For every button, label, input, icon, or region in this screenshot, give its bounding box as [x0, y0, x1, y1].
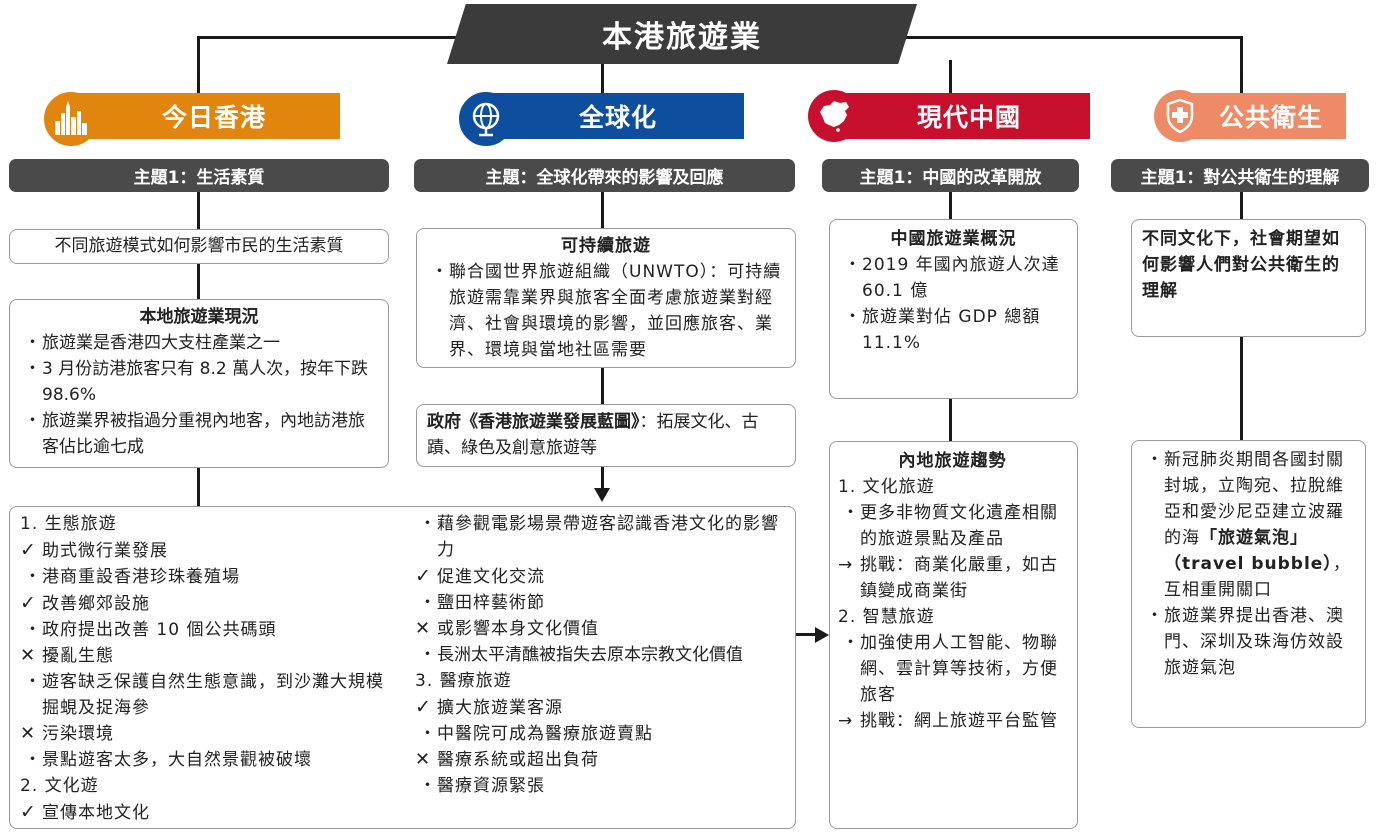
theme-bar-today-hk: 主題1：生活素質	[9, 159, 389, 192]
city-skyline-icon	[55, 101, 87, 135]
theme-bar-modern-china: 主題1：中國的改革開放	[822, 159, 1079, 192]
list-item: 2019 年國內旅遊人次達 60.1 億	[840, 252, 1067, 304]
connector-col2-c	[601, 466, 604, 490]
connector-col3-top	[949, 60, 952, 94]
list-item: 藉參觀電影場景帶遊客認識香港文化的影響力	[415, 511, 787, 563]
challenge-item: 挑戰：網上旅遊平台監管	[838, 708, 1067, 734]
arrow-right-icon	[815, 627, 829, 643]
question-box-today-hk: 不同旅遊模式如何影響市民的生活素質	[9, 229, 389, 264]
list-item: 中醫院可成為醫療旅遊賣點	[415, 721, 787, 747]
list-item: 旅遊業對佔 GDP 總額 11.1%	[840, 304, 1067, 356]
health-cross-icon	[1166, 98, 1194, 134]
con-item: 擾亂生態	[20, 643, 400, 669]
box-heading: 中國旅遊業概況	[890, 229, 1017, 249]
list-item: 政府提出改善 10 個公共碼頭	[20, 617, 400, 643]
health-cross-icon-wrap	[1154, 90, 1206, 142]
connector-col1-c	[197, 467, 200, 507]
list-item: 港商重設香港珍珠養殖場	[20, 564, 400, 590]
theme-label: 主題1：中國的改革開放	[859, 168, 1042, 188]
section-heading: 2. 文化遊	[20, 776, 99, 796]
list-item: 旅遊業界提出香港、澳門、深圳及珠海仿效設旅遊氣泡	[1142, 603, 1355, 681]
box-heading: 可持續旅遊	[561, 236, 651, 256]
globe-icon	[472, 102, 500, 137]
list-item: 遊客缺乏保護自然生態意識，到沙灘大規模掘蜆及捉海參	[20, 669, 400, 721]
con-item: 污染環境	[20, 721, 400, 747]
china-map-icon-wrap	[808, 90, 860, 142]
info-box-china-tourism: 中國旅遊業概況 2019 年國內旅遊人次達 60.1 億 旅遊業對佔 GDP 總…	[829, 219, 1078, 399]
connector-col4-top	[1240, 36, 1243, 94]
connector-col2-top	[601, 60, 604, 94]
theme-label: 主題1：生活素質	[133, 168, 265, 188]
connector-col1-top	[197, 36, 200, 94]
blueprint-text: ：拓展文化、古蹟、綠色及創意旅遊等	[427, 412, 759, 458]
connector-col2-b	[601, 366, 604, 404]
section-heading: 1. 生態旅遊	[20, 514, 117, 534]
pro-item: 改善鄉郊設施	[20, 590, 400, 617]
pro-item: 促進文化交流	[415, 563, 787, 590]
connector-col1-a	[197, 192, 200, 230]
box-heading: 內地旅遊趨勢	[898, 451, 1007, 471]
list-item: 景點遊客太多，大自然景觀被破壞	[20, 747, 400, 773]
theme-bar-globalization: 主題：全球化帶來的影響及回應	[414, 159, 795, 192]
info-box-local-tourism: 本地旅遊業現況 旅遊業是香港四大支柱產業之一 3 月份訪港旅客只有 8.2 萬人…	[9, 299, 389, 468]
section-heading: 3. 醫療旅遊	[415, 671, 512, 691]
travel-bubble-term: 「旅遊氣泡」（travel bubble）	[1164, 528, 1333, 574]
connector-col2-a	[601, 192, 604, 228]
pro-item: 擴大旅遊業客源	[415, 694, 787, 721]
list-item: 醫療資源緊張	[415, 773, 787, 799]
section-heading: 1. 文化旅遊	[838, 477, 935, 497]
china-map-icon	[820, 101, 849, 132]
box-heading: 本地旅遊業現況	[139, 307, 259, 327]
list-item: 旅遊業是香港四大支柱產業之一	[20, 330, 378, 356]
list-item: 鹽田梓藝術節	[415, 590, 787, 616]
theme-label: 主題1：對公共衛生的理解	[1140, 168, 1340, 188]
tab-today-hk-label: 今日香港	[161, 103, 266, 132]
info-box-sustainable-tourism: 可持續旅遊 聯合國世界旅遊組織（UNWTO）：可持續旅遊需靠業界與旅客全面考慮旅…	[416, 228, 796, 368]
connector-horizontal-arrow	[796, 633, 818, 636]
question-box-public-health: 不同文化下，社會期望如何影響人們對公共衛生的理解	[1131, 219, 1366, 337]
list-item: 加強使用人工智能、物聯網、雲計算等技術，方便旅客	[838, 630, 1067, 708]
pro-item: 助式微行業發展	[20, 537, 400, 564]
page-title-banner: 本港旅遊業	[447, 4, 917, 64]
challenge-item: 挑戰：商業化嚴重，如古鎮變成商業街	[838, 552, 1067, 604]
tab-public-health-label: 公共衛生	[1218, 103, 1323, 132]
tab-modern-china-label: 現代中國	[916, 103, 1021, 132]
con-item: 或影響本身文化價值	[415, 616, 787, 642]
list-item: 更多非物質文化遺產相關的旅遊景點及產品	[838, 500, 1067, 552]
page-title: 本港旅遊業	[602, 20, 762, 55]
tourism-types-box: 1. 生態旅遊 助式微行業發展 港商重設香港珍珠養殖場 改善鄉郊設施 政府提出改…	[9, 506, 796, 829]
list-item: 長洲太平清醮被指失去原本宗教文化價值	[415, 642, 787, 668]
theme-label: 主題：全球化帶來的影響及回應	[485, 168, 724, 188]
blueprint-title: 政府《香港旅遊業發展藍圖》	[427, 412, 640, 432]
tab-today-hk: 今日香港	[64, 93, 340, 139]
info-box-mainland-trends: 內地旅遊趨勢 1. 文化旅遊 更多非物質文化遺產相關的旅遊景點及產品 挑戰：商業…	[829, 441, 1078, 829]
tourism-types-left: 1. 生態旅遊 助式微行業發展 港商重設香港珍珠養殖場 改善鄉郊設施 政府提出改…	[20, 511, 400, 826]
text-part: ，互相重開關口	[1164, 554, 1351, 600]
city-skyline-icon-wrap	[44, 92, 98, 146]
tab-modern-china: 現代中國	[832, 93, 1090, 139]
tab-globalization-label: 全球化	[578, 103, 657, 132]
list-item: 旅遊業界被指過分重視內地客，內地訪港旅客佔比逾七成	[20, 408, 378, 460]
question-text: 不同文化下，社會期望如何影響人們對公共衛生的理解	[1142, 229, 1340, 301]
question-text: 不同旅遊模式如何影響市民的生活素質	[54, 236, 344, 256]
info-box-travel-bubble: 新冠肺炎期間各國封關封城，立陶宛、拉脫維亞和愛沙尼亞建立波羅的海「旅遊氣泡」（t…	[1131, 440, 1366, 728]
tourism-types-right: 藉參觀電影場景帶遊客認識香港文化的影響力 促進文化交流 鹽田梓藝術節 或影響本身…	[415, 511, 787, 799]
info-box-government-blueprint: 政府《香港旅遊業發展藍圖》：拓展文化、古蹟、綠色及創意旅遊等	[416, 404, 796, 467]
connector-col1-b	[197, 263, 200, 300]
text-part: 新冠肺炎期間各國封關封城，立陶宛、拉脫維亞和愛沙尼亞建立波羅的海	[1164, 450, 1344, 548]
list-item: 新冠肺炎期間各國封關封城，立陶宛、拉脫維亞和愛沙尼亞建立波羅的海「旅遊氣泡」（t…	[1142, 447, 1355, 603]
list-item: 3 月份訪港旅客只有 8.2 萬人次，按年下跌 98.6%	[20, 356, 378, 408]
list-item: 聯合國世界旅遊組織（UNWTO）：可持續旅遊需靠業界與旅客全面考慮旅遊業對經濟、…	[427, 259, 785, 363]
pro-item: 宣傳本地文化	[20, 799, 400, 826]
section-heading: 2. 智慧旅遊	[838, 607, 935, 627]
tab-globalization: 全球化	[482, 93, 744, 139]
connector-col4-b	[1240, 336, 1243, 440]
con-item: 醫療系統或超出負荷	[415, 747, 787, 773]
theme-bar-public-health: 主題1：對公共衛生的理解	[1111, 159, 1369, 192]
arrow-down-icon	[594, 488, 610, 502]
connector-col4-a	[1240, 192, 1243, 219]
connector-col3-b	[949, 398, 952, 441]
globe-icon-wrap	[459, 92, 513, 146]
connector-col3-a	[949, 192, 952, 219]
